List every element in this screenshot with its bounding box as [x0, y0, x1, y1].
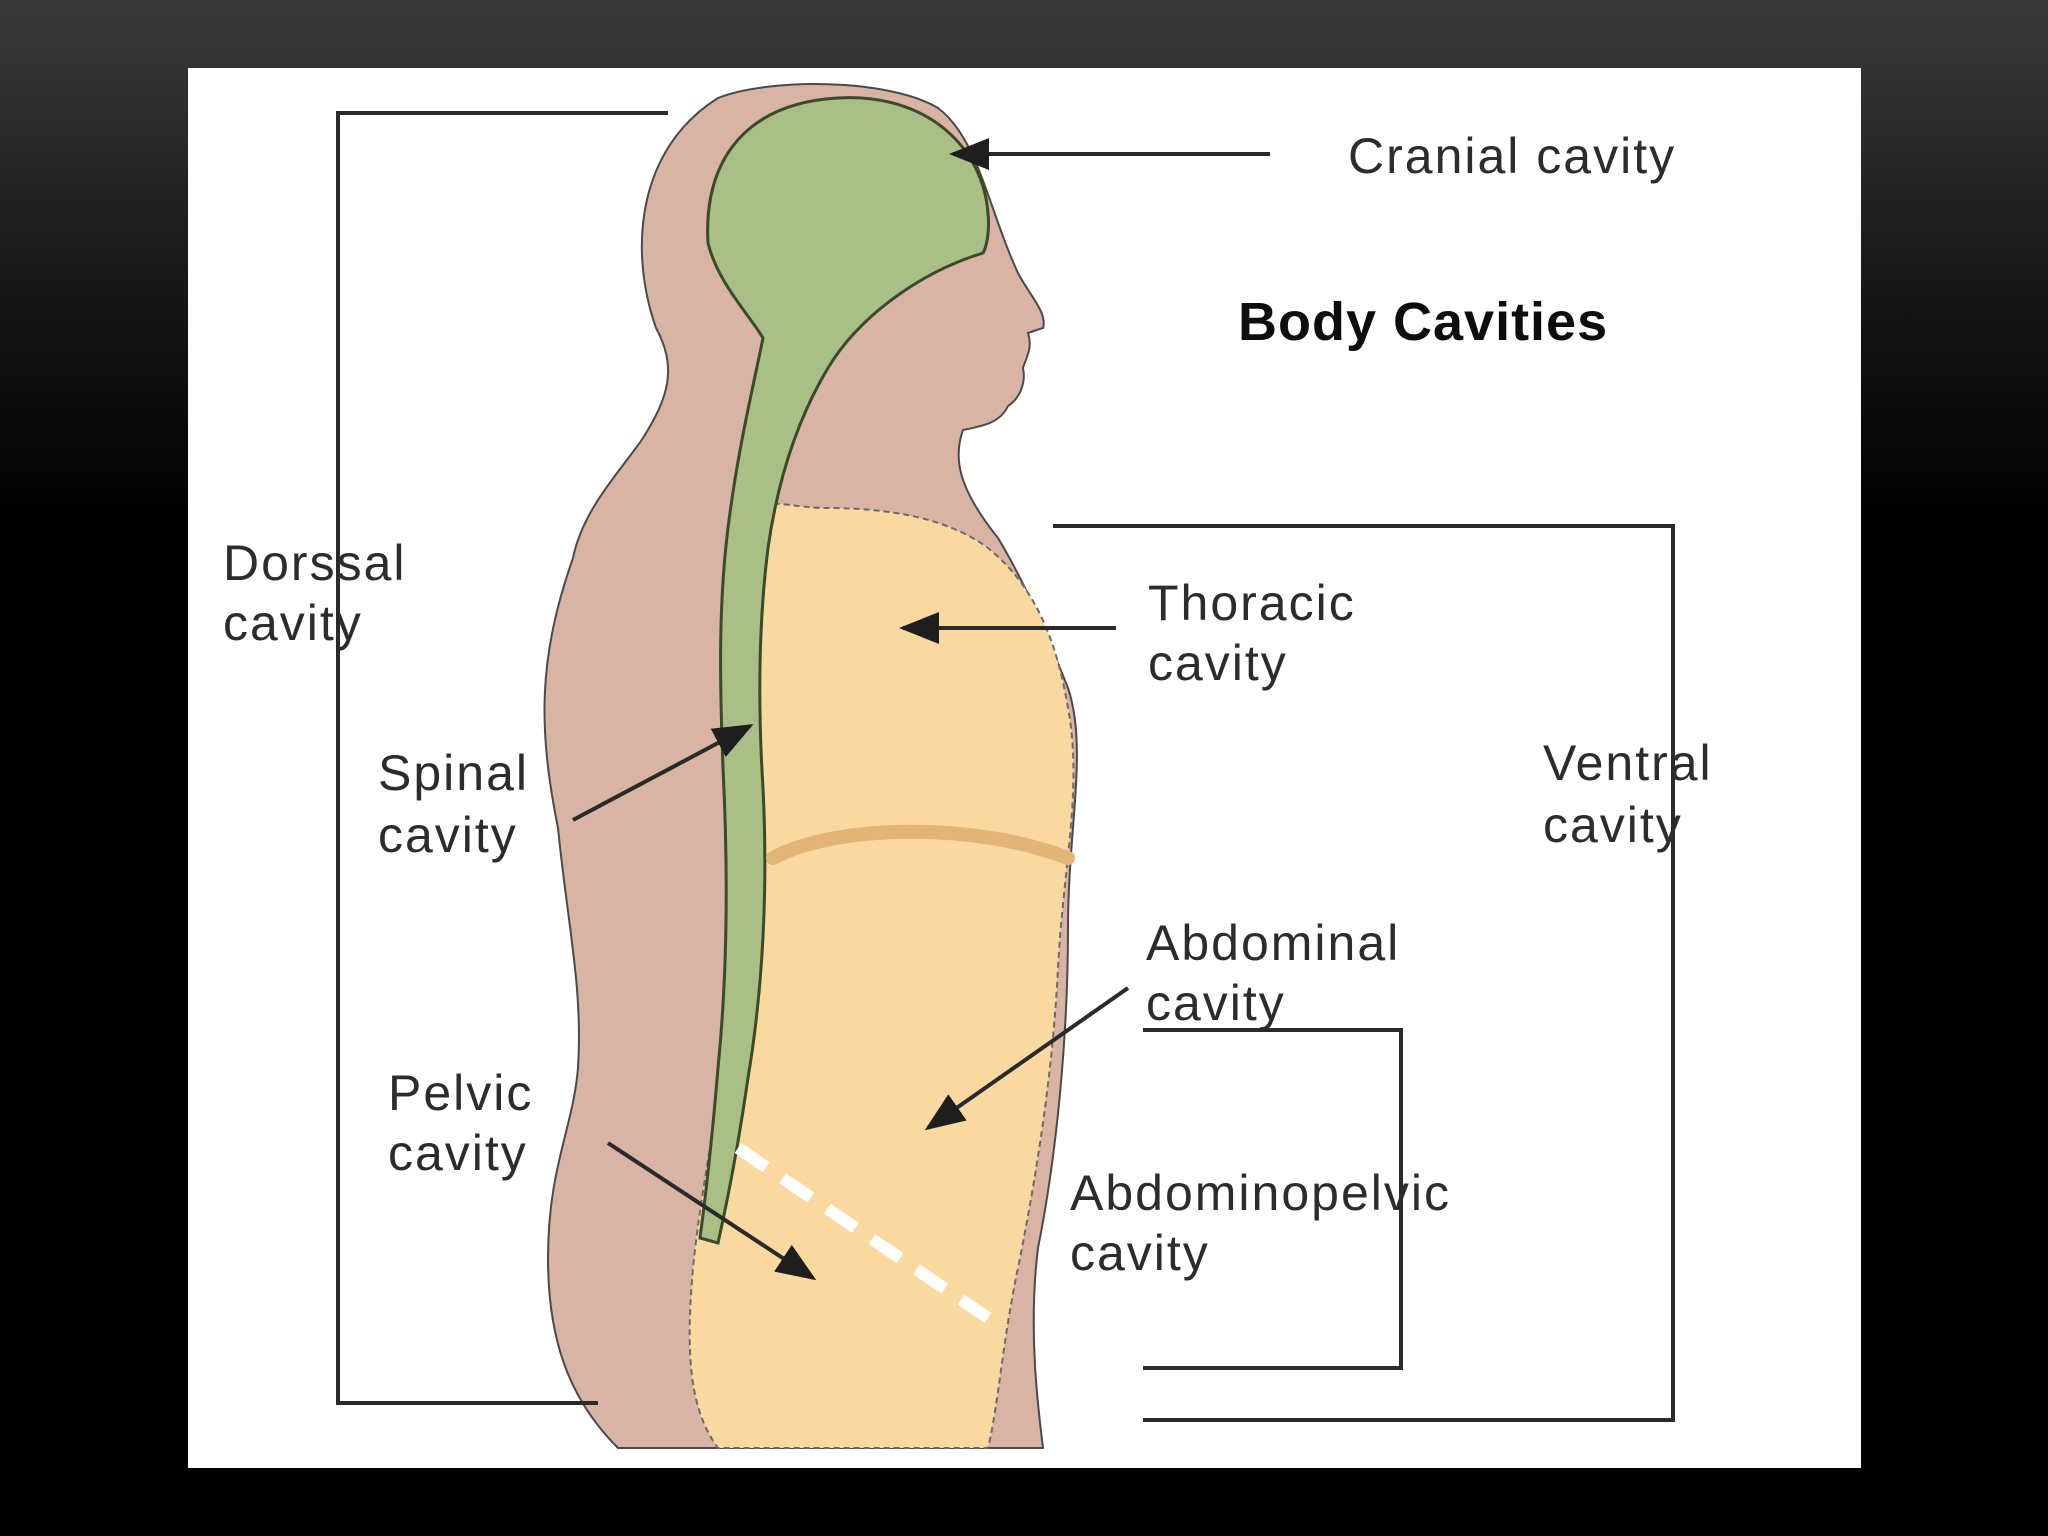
diaphragm — [766, 824, 1075, 865]
diagram-title: Body Cavities — [1238, 292, 1608, 352]
dorsal-bracket — [336, 111, 668, 1405]
abdominal-cavity-label-line1: Abdominal — [1146, 915, 1400, 971]
ventral-cavity-label-line1: Ventral — [1543, 735, 1713, 791]
spinal-cavity-label-line1: Spinal — [378, 745, 529, 801]
cranial-cavity-label: Cranial cavity — [1348, 128, 1676, 184]
dorsal-cavity-label-line2: cavity — [223, 595, 363, 651]
body-cavities-diagram: Cranial cavity Body Cavities Dorssal cav… — [223, 83, 1713, 1449]
pelvic-arrow — [606, 1141, 817, 1281]
abdominal-cavity-label-line2: cavity — [1146, 975, 1286, 1031]
abdominopelvic-cavity-label-line1: Abdominopelvic — [1070, 1165, 1451, 1221]
ventral-cavity-label-line2: cavity — [1543, 797, 1683, 853]
abdominopelvic-cavity-label-line2: cavity — [1070, 1225, 1210, 1281]
abdominal-arrow — [924, 986, 1130, 1131]
thoracic-cavity-label-line2: cavity — [1148, 635, 1288, 691]
abdominopelvic-bracket — [1143, 1028, 1403, 1370]
spinal-arrow — [572, 724, 754, 822]
pelvic-cavity-label-line2: cavity — [388, 1125, 528, 1181]
spinal-cavity-label-line2: cavity — [378, 807, 518, 863]
dorsal-cavity-label-line1: Dorssal — [223, 535, 406, 591]
cranial-spinal-cavity — [698, 96, 990, 1245]
pelvic-cavity-label-line1: Pelvic — [388, 1065, 533, 1121]
thoracic-cavity-label-line1: Thoracic — [1148, 575, 1356, 631]
diagram-panel: Cranial cavity Body Cavities Dorssal cav… — [188, 68, 1861, 1468]
ventral-bracket — [1053, 524, 1675, 1422]
